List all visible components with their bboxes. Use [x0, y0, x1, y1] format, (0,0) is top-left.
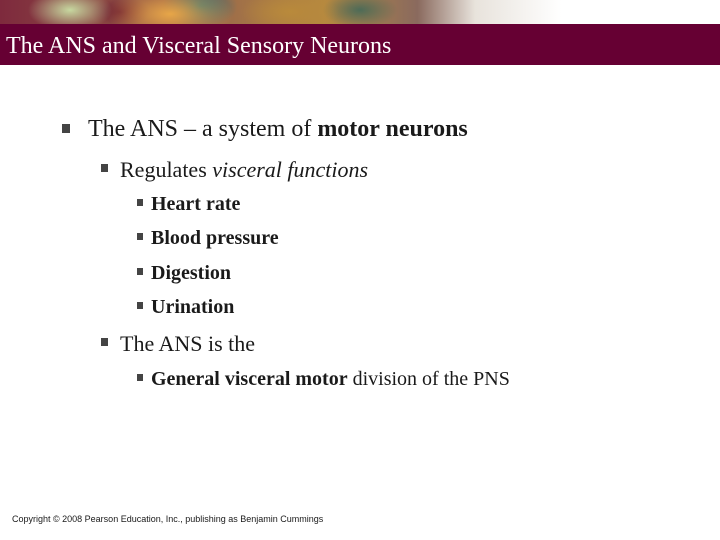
bullet-marker-icon — [101, 164, 108, 172]
list-item-text: division of the PNS — [347, 368, 510, 390]
list-item: Heart rate — [137, 193, 241, 216]
list-item: Digestion — [137, 262, 231, 285]
page-title: The ANS and Visceral Sensory Neurons — [6, 33, 392, 59]
bullet-text: The ANS is the — [120, 331, 256, 356]
list-item-text: Urination — [151, 296, 235, 318]
list-item-text: Digestion — [151, 262, 231, 284]
list-item-text: Blood pressure — [151, 227, 279, 249]
header-banner-image — [0, 0, 720, 24]
bullet-text: Regulates — [120, 157, 213, 182]
bullet-ans-is-the: The ANS is the — [101, 331, 256, 357]
bullet-regulates: Regulates visceral functions — [101, 157, 369, 183]
bullet-marker-icon — [62, 124, 70, 133]
title-bar — [0, 24, 720, 65]
list-item-text: Heart rate — [151, 193, 241, 215]
bullet-marker-icon — [137, 268, 143, 275]
bullet-marker-icon — [101, 338, 108, 346]
bullet-marker-icon — [137, 374, 143, 381]
list-item: General visceral motor division of the P… — [137, 368, 510, 391]
bullet-italic-text: visceral functions — [212, 157, 369, 182]
bullet-bold-text: motor neurons — [317, 116, 468, 142]
list-item: Urination — [137, 296, 235, 319]
list-item-bold-text: General visceral motor — [151, 368, 348, 390]
copyright-footer: Copyright © 2008 Pearson Education, Inc.… — [12, 514, 324, 524]
bullet-marker-icon — [137, 199, 143, 206]
bullet-ans-motor-neurons: The ANS – a system of motor neurons — [62, 116, 468, 143]
bullet-text: The ANS – a system of — [88, 116, 318, 142]
bullet-marker-icon — [137, 302, 143, 309]
bullet-marker-icon — [137, 233, 143, 240]
list-item: Blood pressure — [137, 227, 279, 250]
